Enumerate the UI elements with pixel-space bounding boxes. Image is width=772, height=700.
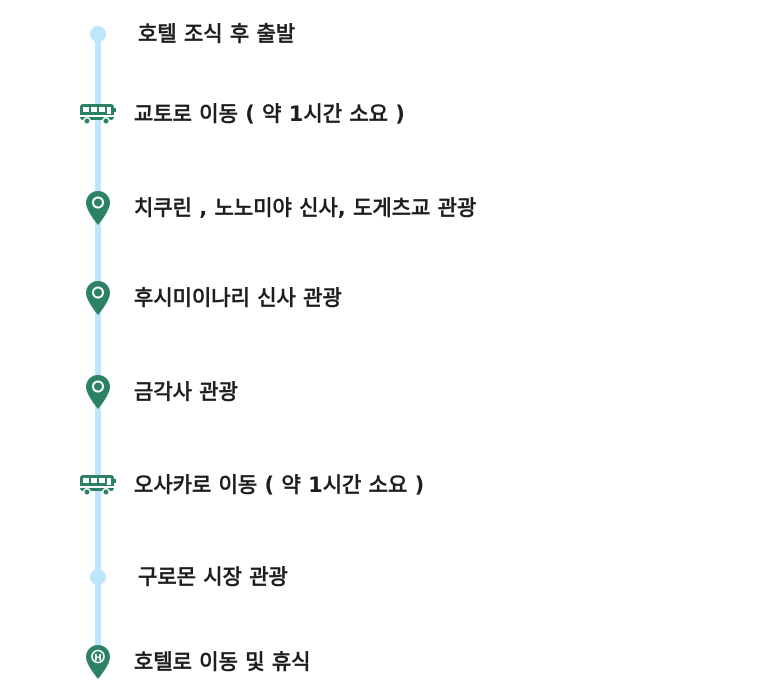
location-pin-icon bbox=[86, 375, 110, 409]
timeline-step-fushimi-inari: 후시미이나리 신사 관광 bbox=[0, 278, 772, 318]
hotel-glyph: H bbox=[94, 653, 102, 663]
timeline-step-depart-hotel: 호텔 조식 후 출발 bbox=[0, 14, 772, 54]
dot-icon bbox=[90, 26, 106, 42]
step-label: 호텔로 이동 및 휴식 bbox=[134, 650, 311, 674]
timeline-track bbox=[95, 34, 101, 666]
step-label: 치쿠린 , 노노미야 신사, 도게츠교 관광 bbox=[134, 196, 477, 220]
timeline-step-kuromon-market: 구로몬 시장 관광 bbox=[0, 557, 772, 597]
location-pin-icon bbox=[86, 191, 110, 225]
step-label: 호텔 조식 후 출발 bbox=[138, 22, 296, 46]
step-label: 금각사 관광 bbox=[134, 380, 238, 404]
timeline-step-chikurin: 치쿠린 , 노노미야 신사, 도게츠교 관광 bbox=[0, 188, 772, 228]
step-label: 구로몬 시장 관광 bbox=[138, 565, 288, 589]
step-label: 후시미이나리 신사 관광 bbox=[134, 286, 342, 310]
bus-icon bbox=[80, 475, 116, 496]
timeline-step-return-hotel: H 호텔로 이동 및 휴식 bbox=[0, 642, 772, 682]
hotel-pin-icon: H bbox=[86, 645, 110, 679]
step-label: 오사카로 이동 ( 약 1시간 소요 ) bbox=[134, 473, 425, 497]
dot-icon bbox=[90, 569, 106, 585]
timeline-step-kinkakuji: 금각사 관광 bbox=[0, 372, 772, 412]
timeline-step-move-kyoto: 교토로 이동 ( 약 1시간 소요 ) bbox=[0, 94, 772, 134]
step-label: 교토로 이동 ( 약 1시간 소요 ) bbox=[134, 102, 405, 126]
timeline-step-move-osaka: 오사카로 이동 ( 약 1시간 소요 ) bbox=[0, 465, 772, 505]
location-pin-icon bbox=[86, 281, 110, 315]
bus-icon bbox=[80, 104, 116, 125]
